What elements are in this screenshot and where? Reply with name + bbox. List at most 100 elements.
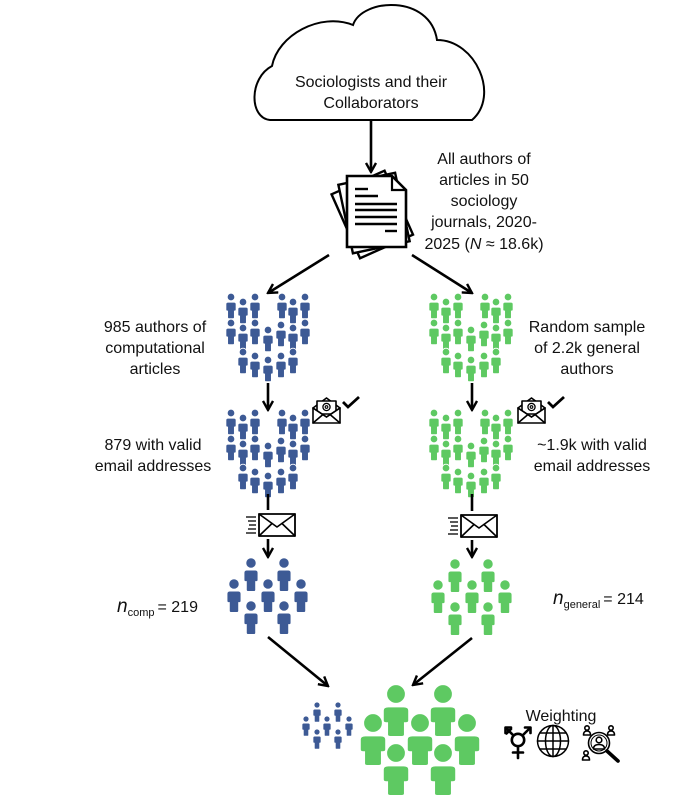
person-body <box>287 306 299 325</box>
person-head <box>503 292 513 302</box>
person-body <box>428 443 440 462</box>
person-head <box>449 558 461 570</box>
person-head <box>334 728 342 736</box>
person-head <box>491 297 501 307</box>
person-head <box>323 715 331 723</box>
person-body <box>249 476 261 495</box>
arrow-source-to-general <box>411 253 472 293</box>
person-head <box>238 463 248 473</box>
source-total-symbol: N <box>470 236 482 253</box>
computational-frame-line-2: computational <box>105 340 205 357</box>
person-icon <box>287 297 299 325</box>
sample-size-symbol: n <box>553 588 564 609</box>
person-icon <box>225 408 237 436</box>
person-head <box>441 297 451 307</box>
person-body <box>287 356 299 375</box>
person-body <box>249 443 261 462</box>
person-icon <box>301 715 311 737</box>
person-body <box>452 360 464 379</box>
person-head <box>432 683 454 705</box>
gender-icon <box>504 726 532 760</box>
person-icon <box>497 579 513 614</box>
person-head <box>441 463 451 473</box>
envelope-fold <box>312 407 341 418</box>
person-head <box>441 323 451 333</box>
person-head <box>441 439 451 449</box>
person-icon <box>299 318 311 346</box>
computational-sample-group <box>226 557 309 635</box>
person-head <box>238 413 248 423</box>
person-body <box>276 569 292 592</box>
person-head <box>276 351 286 361</box>
person-icon <box>490 297 502 325</box>
person-icon <box>429 742 457 797</box>
person-icon <box>447 601 463 636</box>
general-frame-line-2: of 2.2k general <box>534 340 640 357</box>
arrow-computational-to-combined <box>267 635 328 686</box>
person-icon <box>275 351 287 379</box>
person-icon <box>225 434 237 462</box>
person-head <box>479 467 489 477</box>
person-icon <box>479 292 491 320</box>
person-icon <box>478 467 490 495</box>
person-icon <box>299 408 311 436</box>
person-head <box>288 347 298 357</box>
person-head <box>288 323 298 333</box>
person-icon <box>382 742 410 797</box>
general-frame-crowd <box>428 292 514 383</box>
person-icon <box>249 351 261 379</box>
person-head <box>226 408 236 418</box>
person-icon <box>333 728 343 750</box>
general-email-line-1: ~1.9k with valid <box>537 437 647 454</box>
person-body <box>490 356 502 375</box>
person-icon <box>262 471 274 499</box>
send-email-icon <box>448 514 498 538</box>
person-icon <box>452 318 464 346</box>
person-body <box>440 356 452 375</box>
person-icon <box>225 292 237 320</box>
person-head <box>453 408 463 418</box>
person-body <box>275 360 287 379</box>
person-body <box>478 329 490 348</box>
person-icon <box>429 683 457 738</box>
letter-paper <box>316 400 337 415</box>
person-icon <box>249 434 261 462</box>
person-icon <box>344 715 354 737</box>
source-description: All authors of articles in 50 sociology … <box>424 151 543 253</box>
person-icon <box>237 413 249 441</box>
person-head <box>300 292 310 302</box>
person-body <box>478 476 490 495</box>
person-head <box>250 292 260 302</box>
person-head <box>466 441 476 451</box>
person-icon <box>452 434 464 462</box>
person-body <box>225 301 237 320</box>
person-body <box>478 445 490 464</box>
person-head <box>288 439 298 449</box>
person-body <box>225 417 237 436</box>
person-body <box>262 334 274 353</box>
person-icon <box>333 701 343 723</box>
person-head <box>226 292 236 302</box>
combined-general-group <box>359 683 481 797</box>
person-icon <box>428 408 440 436</box>
person-icon <box>312 701 322 723</box>
person-icon <box>452 351 464 379</box>
general-sample-group <box>430 558 513 636</box>
person-head <box>491 347 501 357</box>
person-head <box>453 318 463 328</box>
person-icon <box>262 355 274 383</box>
person-body <box>479 301 491 320</box>
person-head <box>263 325 273 335</box>
person-icon <box>299 434 311 462</box>
source-line-3: sociology <box>451 193 518 210</box>
person-icon <box>502 292 514 320</box>
person-head <box>250 351 260 361</box>
person-body <box>452 301 464 320</box>
person-body <box>237 306 249 325</box>
envelope-fold-lower <box>460 523 498 538</box>
computational-sample-size: ncomp= 219 <box>117 596 198 619</box>
person-head <box>491 463 501 473</box>
general-frame-line-1: Random sample <box>529 319 646 336</box>
person-body <box>262 480 274 499</box>
person-head <box>300 434 310 444</box>
